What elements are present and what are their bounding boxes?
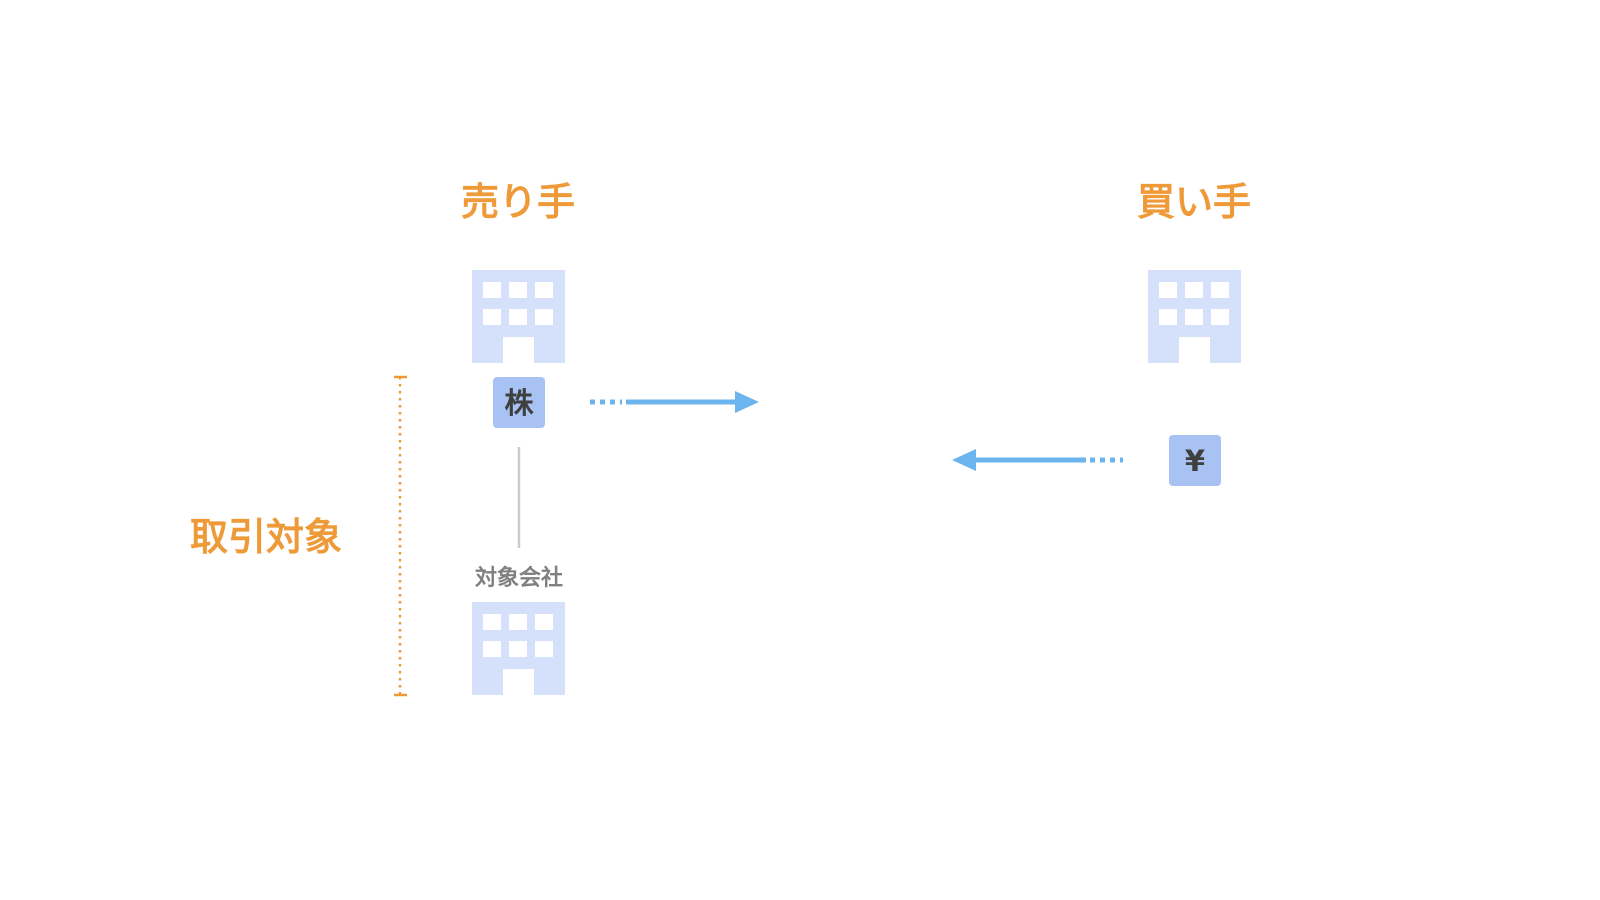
target-company-building-icon <box>472 602 565 695</box>
scope-bracket <box>394 375 407 697</box>
scope-label: 取引対象 <box>190 515 342 559</box>
seller-title: 売り手 <box>461 180 575 224</box>
shares-flow-arrow <box>590 391 759 413</box>
shares-badge: 株 <box>493 377 545 428</box>
shares-badge-label: 株 <box>504 386 534 420</box>
target-company-label: 対象会社 <box>475 565 563 591</box>
buyer-title: 買い手 <box>1137 180 1251 224</box>
cash-flow-arrow <box>952 449 1123 471</box>
cash-badge: ¥ <box>1169 435 1221 486</box>
seller-building-icon <box>472 270 565 363</box>
cash-badge-label: ¥ <box>1185 444 1205 478</box>
buyer-building-icon <box>1148 270 1241 363</box>
